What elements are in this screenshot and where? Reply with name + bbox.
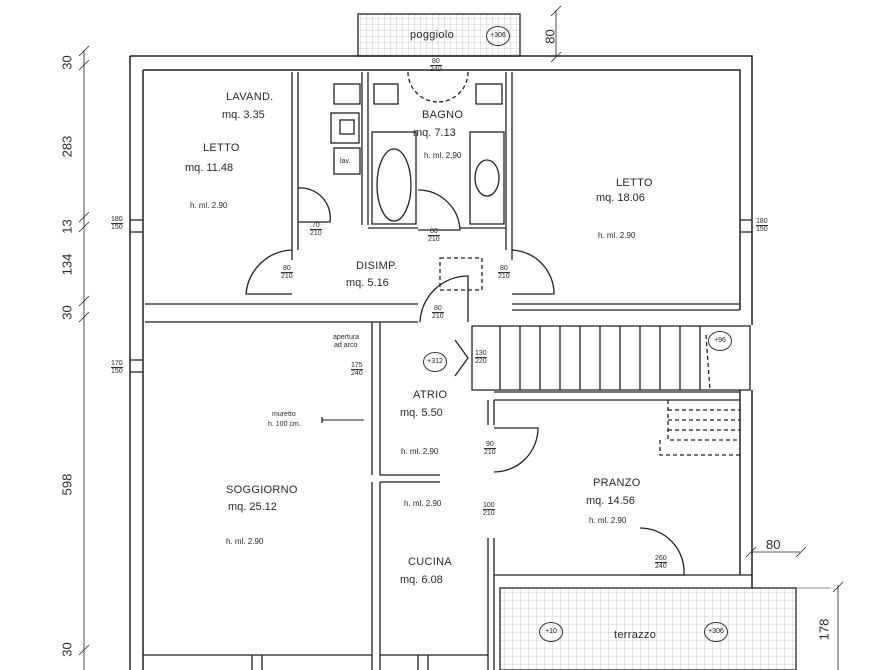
shower-tray [469,131,505,225]
muretto-label: muretto [272,411,296,418]
level-mark-terrazzo-right: +306 [704,622,728,642]
terrazzo-label: terrazzo [614,629,657,641]
right-lower-wall [739,390,753,588]
door-swing-atrio-low [493,427,539,473]
door-swing-bagno [417,189,461,231]
dim-left-30-bottom: 30 [59,642,75,657]
letto1-area: mq. 11.48 [185,162,234,174]
atrio-area: mq. 5.50 [400,407,443,419]
level-mark-atrio: +312 [423,352,447,372]
cucina-name: CUCINA [408,556,452,568]
atrio-height: h. ml. 2.90 [401,447,439,456]
apertura-label: apertura [333,334,360,341]
disimp-area: mq. 5.16 [346,277,389,289]
disimp-name: DISIMP. [356,260,398,272]
dim-left-13: 13 [59,219,75,234]
wall-cucina-east [487,538,495,670]
poggiolo-label: poggiolo [410,29,454,41]
dim-left-283: 283 [59,135,75,158]
letto2-height: h. ml. 2.90 [598,231,636,240]
wall-letto1-east [291,72,299,260]
wall-lavand-bagno [361,72,369,225]
ad-arco-label: ad arco [334,342,358,349]
door-swing-pranzo [639,527,685,576]
dim-top-80: 80 [542,29,558,44]
door-swing-disimp-right [511,249,555,295]
wall-pranzo-north [494,391,740,401]
wall-letto2-south [512,303,740,311]
bathtub [371,131,417,225]
lavand-name: LAVAND. [226,91,274,103]
door-swing-lavand [297,187,331,223]
dim-left-134: 134 [59,253,75,276]
dim-line-left [78,45,90,670]
door-swing-poggiolo [407,71,469,103]
letto1-name: LETTO [203,142,240,154]
lav-label: lav. [340,158,351,165]
level-mark-terrazzo-left: +10 [539,622,563,642]
staircase [454,325,751,456]
dim-left-30-mid: 30 [59,305,75,320]
letto1-height: h. ml. 2.90 [190,201,228,210]
letto2-area: mq. 18.06 [596,192,645,204]
wall-cucina-west [371,482,381,670]
wall-bagno-letto2 [505,72,513,260]
letto2-name: LETTO [616,177,653,189]
atrio-name: ATRIO [413,389,448,401]
washing-machine [333,147,361,175]
level-mark-stairs: +96 [708,331,732,351]
cucina-area: mq. 6.08 [400,574,443,586]
bagno-height: h. ml. 2.90 [424,151,462,160]
door-swing-disimp-left [245,249,293,295]
wall-atrio-south [380,474,440,483]
bagno-name: BAGNO [422,109,464,121]
dim-right-80: 80 [766,537,781,552]
outer-wall [129,55,753,670]
soggiorno-height: h. ml. 2.90 [226,537,264,546]
dim-left-598: 598 [59,473,75,496]
bagno-area: mq. 7.13 [413,127,456,139]
door-swing-atrio [419,275,469,323]
laundry-sink [330,112,360,144]
wall-atrio-west [371,322,381,475]
dim-right-178: 178 [816,618,832,641]
lavand-area: mq. 3.35 [222,109,265,121]
pranzo-area: mq. 14.56 [586,495,635,507]
muretto-height-label: h. 100 cm. [268,421,301,428]
pranzo-height: h. ml. 2.90 [589,516,627,525]
pranzo-name: PRANZO [593,477,641,489]
dim-left-30-top: 30 [59,55,75,70]
wall-atrio-east [487,400,495,425]
level-mark-poggiolo: +306 [486,26,510,46]
soggiorno-area: mq. 25.12 [228,501,277,513]
soggiorno-name: SOGGIORNO [226,484,298,496]
wall-disimp-south [145,303,418,323]
cucina-height: h. ml. 2.90 [404,499,442,508]
